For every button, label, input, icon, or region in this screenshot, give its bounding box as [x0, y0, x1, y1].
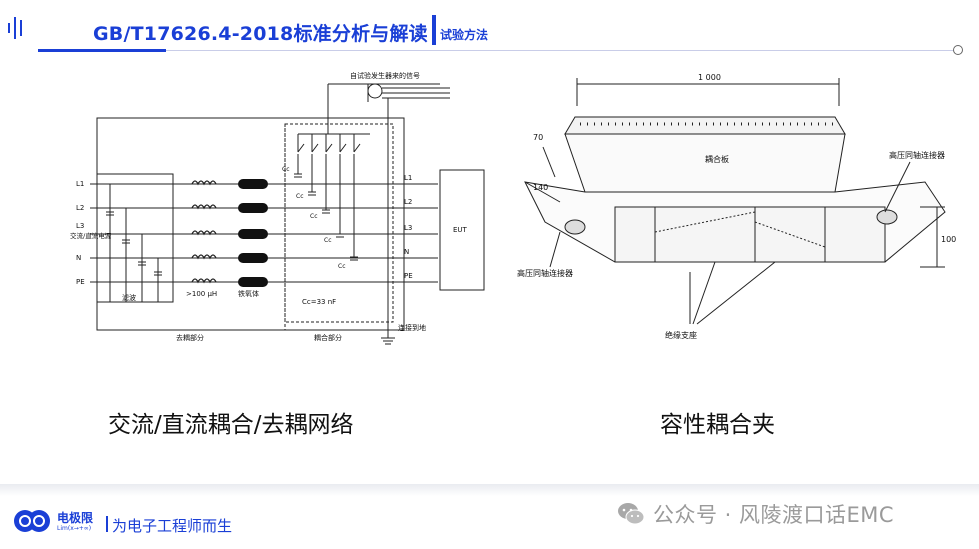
- connector-left-label: 高压同轴连接器: [517, 268, 573, 278]
- watermark-text: 公众号 · 风陵渡口话EMC: [653, 503, 895, 527]
- line-out-n: N: [404, 248, 409, 256]
- power-input-label: 交流/直流电源: [70, 231, 112, 240]
- cap-label-5: Cc: [338, 263, 346, 270]
- decoupling-section-label: 去耦部分: [176, 333, 204, 342]
- cap-label-4: Cc: [324, 237, 332, 244]
- left-figure-caption: 交流/直流耦合/去耦网络: [108, 412, 354, 438]
- line-out-l3: L3: [404, 224, 412, 232]
- line-in-l2: L2: [76, 204, 84, 212]
- title-separator: [432, 15, 436, 45]
- cap-label-3: Cc: [310, 213, 318, 220]
- brand-logo-icon: [12, 508, 52, 534]
- inductance-label: >100 μH: [186, 290, 217, 298]
- section-subtitle: 试验方法: [440, 28, 489, 42]
- footer-band: [0, 484, 979, 496]
- coupling-section-label: 耦合部分: [314, 333, 342, 342]
- footer-separator: [106, 516, 108, 532]
- header-logo-icon: [6, 14, 28, 40]
- footer-tagline: 为电子工程师而生: [112, 517, 233, 535]
- signal-source-label: 自试验发生器来的信号: [350, 71, 420, 80]
- dim-height-top: 70: [533, 133, 543, 142]
- coupling-plate-label: 耦合板: [705, 154, 729, 164]
- header-rule-end-dot: [953, 45, 963, 55]
- cap-label-2: Cc: [296, 193, 304, 200]
- brand-subtext: Lim(x→+∞): [57, 525, 92, 532]
- cap-label-1: Cc: [282, 166, 290, 173]
- brand-name: 电极限: [57, 511, 94, 525]
- header-rule: [38, 50, 956, 51]
- dim-width: 140: [533, 183, 548, 192]
- line-in-l3: L3: [76, 222, 84, 230]
- insulating-support-label: 绝缘支座: [665, 330, 697, 340]
- line-in-n: N: [76, 254, 81, 262]
- ground-label: 连接到地: [398, 323, 426, 332]
- cdn-circuit-diagram: 自试验发生器来的信号 交流/直流电源 L1 L2 N PE L3 L1 L2 L…: [70, 62, 490, 352]
- dim-length: 1 000: [698, 73, 721, 82]
- line-out-pe: PE: [404, 272, 413, 280]
- wechat-icon: [617, 501, 645, 527]
- right-figure-caption: 容性耦合夹: [660, 412, 775, 438]
- eut-label: EUT: [453, 226, 468, 234]
- dim-height-right: 100: [941, 235, 956, 244]
- coupling-clamp-drawing: 1 000 70 140 100 耦合板 高压同轴连接器 高压同轴连接器 绝缘支…: [505, 62, 965, 352]
- coupling-cap-value: Cc=33 nF: [302, 298, 336, 306]
- filter-label: 滤波: [122, 293, 136, 302]
- line-out-l2: L2: [404, 198, 412, 206]
- line-in-pe: PE: [76, 278, 85, 286]
- line-out-l1: L1: [404, 174, 412, 182]
- line-in-l1: L1: [76, 180, 84, 188]
- page-title: GB/T17626.4-2018标准分析与解读: [93, 23, 428, 45]
- header-rule-accent: [38, 49, 166, 52]
- connector-right-label: 高压同轴连接器: [889, 150, 945, 160]
- ferrite-label: 铁氧体: [238, 289, 259, 298]
